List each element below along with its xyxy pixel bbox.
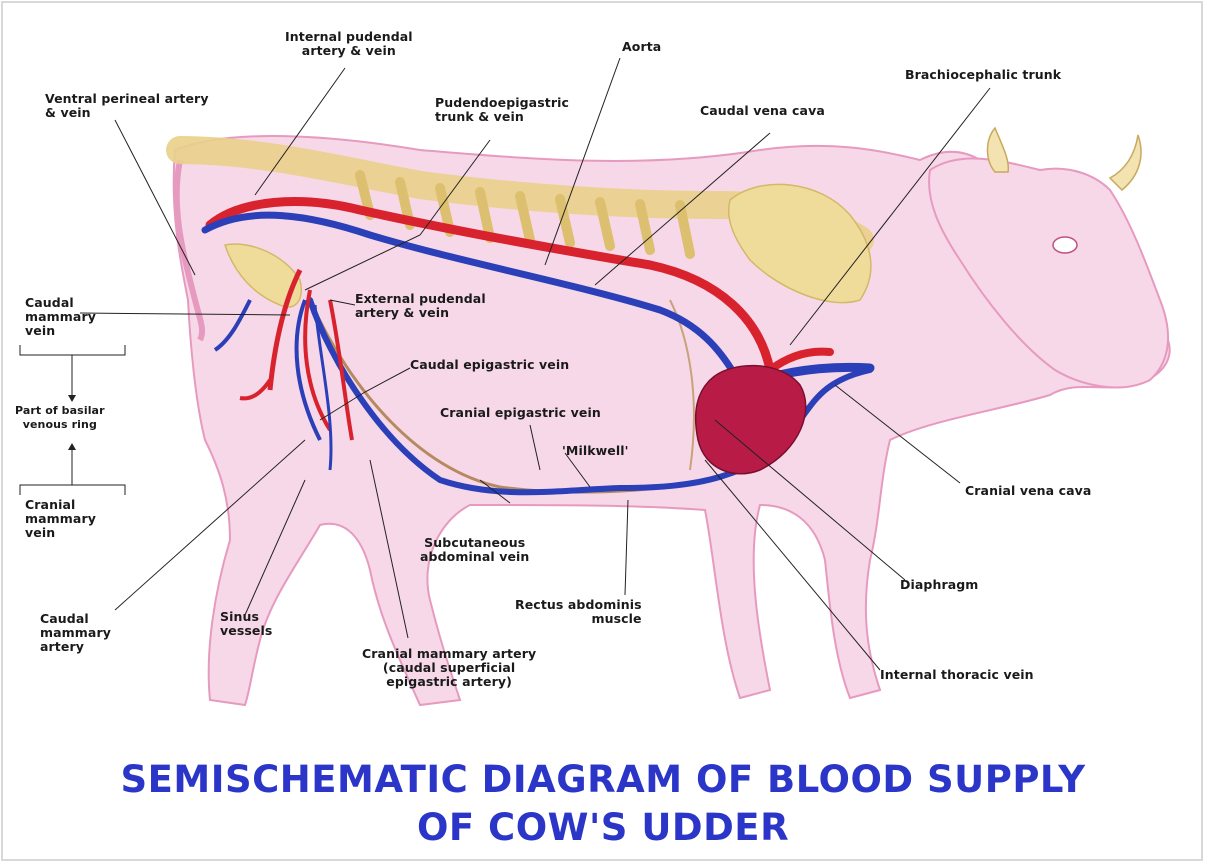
label-diaphragm: Diaphragm: [900, 578, 978, 592]
label-sinus: Sinus vessels: [220, 610, 272, 638]
label-internal-pudendal: Internal pudendal artery & vein: [285, 30, 413, 58]
label-caudal-epigastric: Caudal epigastric vein: [410, 358, 569, 372]
label-cranial-epigastric: Cranial epigastric vein: [440, 406, 601, 420]
label-milkwell: 'Milkwell': [562, 444, 629, 458]
label-internal-thoracic: Internal thoracic vein: [880, 668, 1034, 682]
label-basilar-ring: Part of basilar venous ring: [15, 404, 105, 432]
label-aorta: Aorta: [622, 40, 661, 54]
label-cranial-vena-cava: Cranial vena cava: [965, 484, 1091, 498]
label-cranial-mammary-artery: Cranial mammary artery (caudal superfici…: [362, 647, 536, 689]
label-caudal-mammary-vein: Caudal mammary vein: [25, 296, 96, 338]
label-cranial-mammary-vein: Cranial mammary vein: [25, 498, 96, 540]
label-pudendoepigastric: Pudendoepigastric trunk & vein: [435, 96, 569, 124]
label-subcutaneous: Subcutaneous abdominal vein: [420, 536, 529, 564]
label-rectus: Rectus abdominis muscle: [515, 598, 642, 626]
label-brachiocephalic: Brachiocephalic trunk: [905, 68, 1061, 82]
cow-eye: [1053, 237, 1077, 253]
diagram-title-line1: SEMISCHEMATIC DIAGRAM OF BLOOD SUPPLY: [0, 758, 1206, 801]
label-external-pudendal: External pudendal artery & vein: [355, 292, 486, 320]
label-ventral-perineal: Ventral perineal artery & vein: [45, 92, 209, 120]
label-caudal-vena-cava: Caudal vena cava: [700, 104, 825, 118]
label-caudal-mammary-artery: Caudal mammary artery: [40, 612, 111, 654]
diagram-title-line2: OF COW'S UDDER: [0, 806, 1206, 849]
